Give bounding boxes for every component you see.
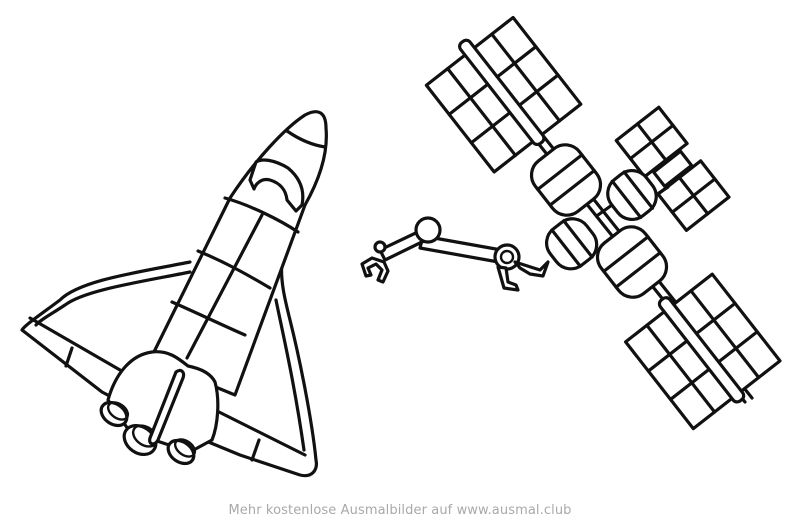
station-module-side xyxy=(606,168,658,222)
footer-credit: Mehr kostenlose Ausmalbilder auf www.aus… xyxy=(228,503,572,518)
robotic-arm xyxy=(360,216,550,292)
space-station-drawing xyxy=(360,15,782,431)
shuttle-fuselage xyxy=(148,110,328,397)
solar-panel-upper xyxy=(424,15,583,174)
solar-panel-small xyxy=(614,105,731,232)
station-module-left xyxy=(544,217,599,271)
solar-panel-lower xyxy=(623,272,782,431)
station-module-lower xyxy=(595,225,669,299)
space-shuttle-drawing xyxy=(20,110,328,478)
shuttle-cockpit-window xyxy=(248,158,305,213)
station-module-upper xyxy=(529,143,603,217)
shuttle-tail-fin xyxy=(148,368,186,446)
